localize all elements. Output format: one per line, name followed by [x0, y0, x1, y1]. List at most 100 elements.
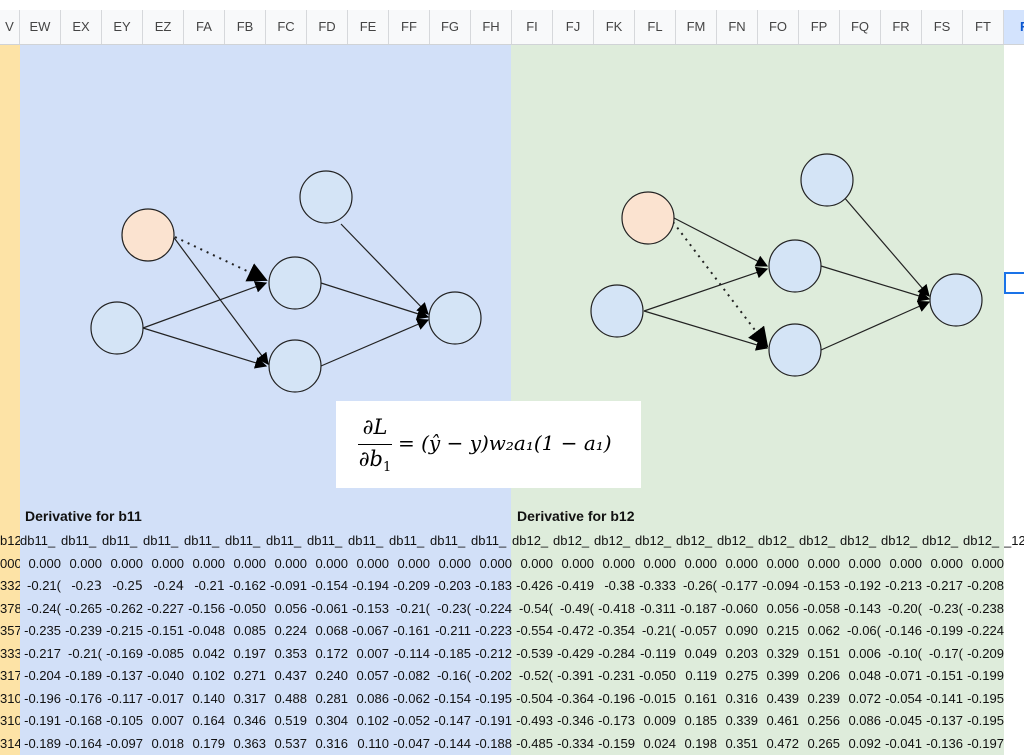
- table-cell[interactable]: [1004, 553, 1024, 575]
- table-cell[interactable]: 310: [0, 690, 20, 706]
- table-cell[interactable]: -0.199: [967, 668, 1004, 683]
- table-cell[interactable]: -0.085: [147, 645, 184, 661]
- table-cell[interactable]: db12_: [594, 533, 631, 548]
- table-cell[interactable]: [1004, 688, 1024, 710]
- table-cell[interactable]: 0.092: [848, 735, 881, 751]
- table-cell[interactable]: 0.000: [233, 555, 266, 571]
- table-cell[interactable]: -0.154: [311, 578, 348, 593]
- table-cell[interactable]: -0.195: [967, 713, 1004, 728]
- table-cell[interactable]: 0.000: [110, 555, 143, 571]
- table-cell[interactable]: -0.426: [516, 578, 553, 593]
- table-cell[interactable]: 0.317: [233, 690, 266, 706]
- table-cell[interactable]: -0.050: [639, 668, 676, 683]
- table-cell[interactable]: 0.304: [315, 713, 348, 728]
- column-header-fk[interactable]: FK: [594, 10, 635, 44]
- table-cell[interactable]: -0.06(: [847, 623, 881, 638]
- table-cell[interactable]: [1004, 665, 1024, 687]
- table-cell[interactable]: -0.191: [475, 713, 512, 728]
- table-cell[interactable]: 0.000: [356, 555, 389, 571]
- table-cell[interactable]: 0.239: [807, 690, 840, 706]
- table-cell[interactable]: 0.000: [438, 555, 471, 571]
- column-header-fe[interactable]: FE: [348, 10, 389, 44]
- table-cell[interactable]: -0.419: [557, 578, 594, 593]
- table-cell[interactable]: db11_: [389, 533, 425, 548]
- table-cell[interactable]: 0.048: [848, 668, 881, 683]
- table-cell[interactable]: -0.311: [640, 600, 676, 616]
- table-cell[interactable]: _12: [1004, 533, 1024, 548]
- table-cell[interactable]: -0.194: [352, 578, 389, 593]
- table-cell[interactable]: 0.000: [971, 555, 1004, 571]
- table-cell[interactable]: -0.168: [65, 713, 102, 728]
- table-cell[interactable]: 0.056: [274, 600, 307, 616]
- table-cell[interactable]: 0.437: [274, 668, 307, 683]
- table-cell[interactable]: -0.213: [885, 578, 922, 593]
- table-cell[interactable]: db11_: [184, 533, 220, 548]
- table-cell[interactable]: -0.188: [475, 735, 512, 751]
- table-cell[interactable]: 0.000: [930, 555, 963, 571]
- table-cell[interactable]: 0.000: [848, 555, 881, 571]
- table-cell[interactable]: -0.048: [188, 623, 225, 638]
- table-cell[interactable]: -0.24ٍ: [153, 578, 184, 593]
- table-cell[interactable]: 0.000: [151, 555, 184, 571]
- table-cell[interactable]: db12_: [553, 533, 590, 548]
- table-cell[interactable]: -0.173: [598, 713, 635, 728]
- table-cell[interactable]: -0.041: [885, 735, 922, 751]
- table-cell[interactable]: 0.068: [315, 623, 348, 638]
- table-cell[interactable]: -0.223: [475, 623, 512, 638]
- table-cell[interactable]: 0.206: [807, 668, 840, 683]
- table-cell[interactable]: -0.21ٍ: [194, 578, 225, 593]
- table-cell[interactable]: -0.21(: [396, 600, 430, 616]
- table-cell[interactable]: 0.000: [315, 555, 348, 571]
- table-cell[interactable]: -0.21(: [27, 578, 61, 593]
- table-cell[interactable]: 0.018: [151, 735, 184, 751]
- table-cell[interactable]: -0.195: [475, 690, 512, 706]
- table-cell[interactable]: -0.23ٍ: [71, 578, 102, 593]
- table-cell[interactable]: db11_: [307, 533, 343, 548]
- table-cell[interactable]: -0.050: [229, 600, 266, 616]
- table-cell[interactable]: -0.204: [24, 668, 61, 683]
- table-cell[interactable]: 0.057: [356, 668, 389, 683]
- table-cell[interactable]: 0.346: [233, 713, 266, 728]
- table-cell[interactable]: db12_: [881, 533, 918, 548]
- table-cell[interactable]: -0.10(: [888, 645, 922, 661]
- table-cell[interactable]: 0.000: [725, 555, 758, 571]
- table-cell[interactable]: db12_: [922, 533, 959, 548]
- table-cell[interactable]: db12_: [676, 533, 713, 548]
- column-header-fl[interactable]: FL: [635, 10, 676, 44]
- table-cell[interactable]: [1004, 710, 1024, 732]
- table-cell[interactable]: 0.007: [356, 645, 389, 661]
- table-cell[interactable]: 0.519: [274, 713, 307, 728]
- table-cell[interactable]: -0.224: [967, 623, 1004, 638]
- table-cell[interactable]: -0.040: [147, 668, 184, 683]
- table-cell[interactable]: 0.271: [233, 668, 266, 683]
- table-cell[interactable]: 0.085: [233, 623, 266, 638]
- table-cell[interactable]: 0.000: [602, 555, 635, 571]
- table-cell[interactable]: 333: [0, 645, 20, 661]
- table-cell[interactable]: -0.143: [844, 600, 881, 616]
- table-cell[interactable]: 0.000: [889, 555, 922, 571]
- table-cell[interactable]: -0.265: [65, 600, 102, 616]
- table-cell[interactable]: -0.195: [967, 690, 1004, 706]
- table-cell[interactable]: -0.418: [598, 600, 635, 616]
- table-cell[interactable]: -0.058: [803, 600, 840, 616]
- table-cell[interactable]: -0.333: [639, 578, 676, 593]
- table-cell[interactable]: 0.240: [315, 668, 348, 683]
- column-header-fp[interactable]: FP: [799, 10, 840, 44]
- table-cell[interactable]: 317: [0, 668, 20, 683]
- column-header-fg[interactable]: FG: [430, 10, 471, 44]
- column-header-fo[interactable]: FO: [758, 10, 799, 44]
- table-cell[interactable]: -0.262: [106, 600, 143, 616]
- table-cell[interactable]: -0.144: [434, 735, 471, 751]
- table-cell[interactable]: -0.52(: [519, 668, 553, 683]
- table-cell[interactable]: -0.504: [516, 690, 553, 706]
- table-cell[interactable]: -0.346: [557, 713, 594, 728]
- column-header-fm[interactable]: FM: [676, 10, 717, 44]
- table-cell[interactable]: -0.153: [803, 578, 840, 593]
- table-cell[interactable]: 0.265: [807, 735, 840, 751]
- table-cell[interactable]: -0.203: [434, 578, 471, 593]
- table-cell[interactable]: -0.217: [926, 578, 963, 593]
- table-cell[interactable]: -0.354: [598, 623, 635, 638]
- table-cell[interactable]: 0.000: [561, 555, 594, 571]
- table-cell[interactable]: db11_: [143, 533, 179, 548]
- table-cell[interactable]: -0.539: [516, 645, 553, 661]
